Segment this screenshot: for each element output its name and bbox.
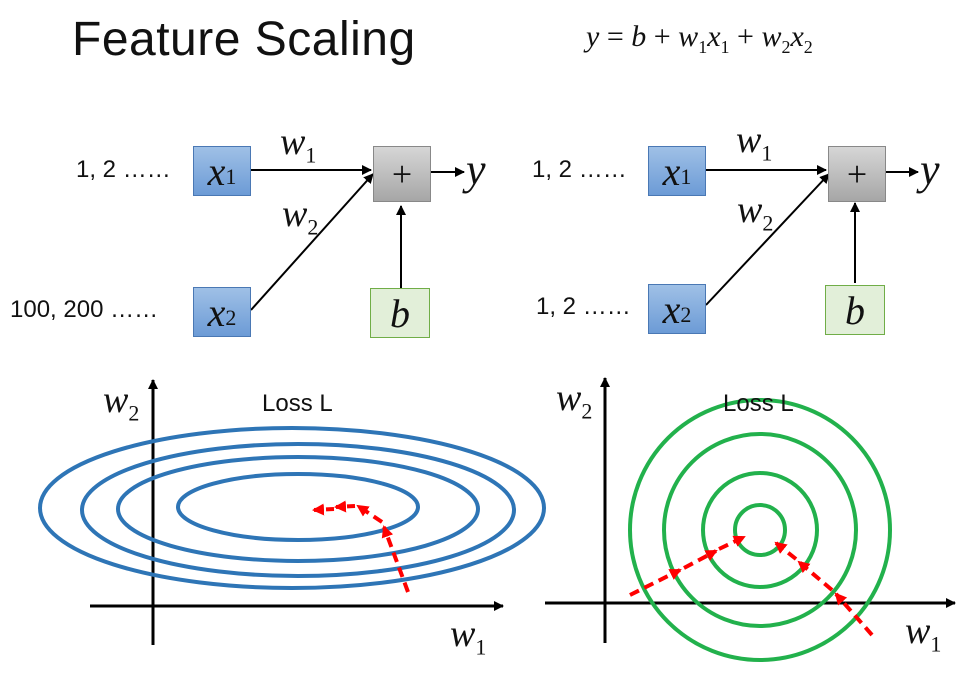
left-bias-node: b (370, 288, 430, 338)
right-contour-4 (733, 503, 787, 557)
formula-plus-2: + (737, 20, 754, 53)
left-step-1 (381, 525, 410, 593)
left-w2-label: w2 (282, 193, 319, 240)
right-left-step-3 (718, 535, 746, 551)
right-w1-label: w1 (736, 119, 773, 166)
right-right-step-1 (834, 592, 874, 637)
left-network-arrows (250, 165, 465, 311)
right-left-step-1 (629, 568, 682, 597)
model-formula: y = b + w1x1 + w2x2 (586, 20, 813, 58)
left-contour-2 (80, 442, 516, 578)
right-x1-inputs: 1, 2 …… (532, 156, 627, 183)
right-contour-3 (701, 471, 819, 589)
left-output-y: y (466, 145, 486, 194)
right-x2-to-sum-arrow (705, 173, 830, 306)
right-plot-y-label: w2 (556, 377, 593, 424)
left-contour-3 (116, 455, 480, 563)
right-bias-node: b (825, 285, 885, 335)
right-network-arrows (705, 165, 919, 306)
left-step-2 (356, 504, 384, 524)
right-left-step-2 (683, 549, 718, 570)
formula-x1: x1 (707, 20, 730, 57)
formula-plus-1: + (653, 20, 671, 53)
left-x2-inputs: 100, 200 …… (10, 296, 159, 323)
formula-y: y (586, 20, 600, 53)
left-contour-4 (176, 472, 420, 542)
left-plot-x-label: w1 (450, 613, 487, 660)
formula-equals: = (606, 20, 624, 53)
left-sum-node: + (373, 146, 431, 202)
right-plot-x-label: w1 (905, 610, 942, 657)
right-w2-label: w2 (737, 189, 774, 236)
slide-title: Feature Scaling (72, 13, 416, 66)
right-loss-plot (545, 377, 956, 662)
right-loss-label: Loss L (723, 390, 794, 417)
right-output-y: y (920, 145, 940, 194)
right-right-gradient-path (774, 541, 874, 637)
left-w1-label: w1 (280, 121, 317, 168)
left-contours (38, 426, 546, 590)
right-contours (628, 398, 892, 662)
formula-w2: w2 (761, 20, 791, 57)
right-sum-node: + (828, 146, 886, 202)
right-right-step-3 (774, 541, 798, 561)
left-step-3 (334, 500, 356, 513)
formula-x2: x2 (790, 20, 813, 57)
formula-w1: w1 (678, 20, 708, 57)
formula-b: b (631, 20, 647, 53)
left-step-4 (312, 503, 335, 516)
right-contour-2 (662, 432, 858, 628)
left-gradient-path (312, 500, 410, 593)
right-left-gradient-path (629, 535, 746, 597)
left-plot-y-label: w2 (103, 379, 140, 426)
left-contour-1 (38, 426, 546, 590)
left-x2-to-sum-arrow (250, 173, 374, 311)
right-x2-inputs: 1, 2 …… (536, 293, 631, 320)
right-right-step-2 (797, 560, 834, 592)
right-contour-1 (628, 398, 892, 662)
left-x1-inputs: 1, 2 …… (76, 156, 171, 183)
left-loss-plot (38, 379, 546, 645)
left-loss-label: Loss L (262, 390, 333, 417)
